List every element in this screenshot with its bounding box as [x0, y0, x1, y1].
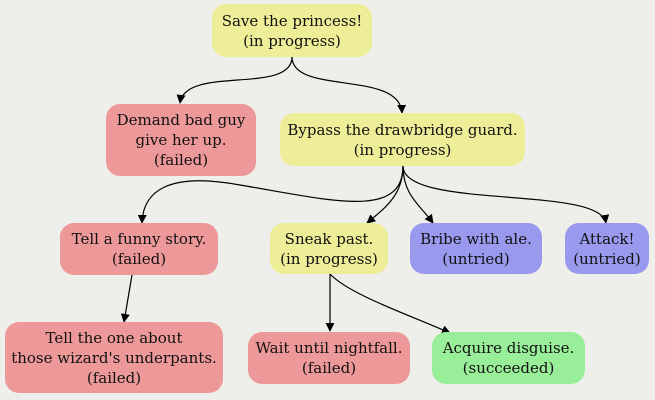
node-attack: Attack! (untried): [565, 223, 649, 274]
node-bribe-with-ale: Bribe with ale. (untried): [410, 223, 542, 274]
node-line: (untried): [442, 249, 510, 268]
node-bypass-drawbridge-guard: Bypass the drawbridge guard. (in progres…: [280, 113, 525, 166]
edge-funny-wizard: [120, 274, 133, 323]
node-line: Sneak past.: [284, 229, 374, 248]
node-line: (succeeded): [462, 359, 555, 377]
node-line: (in progress): [280, 249, 378, 268]
node-line: (failed): [153, 151, 209, 169]
node-line: (failed): [301, 359, 357, 377]
node-line: Attack!: [579, 229, 635, 248]
edge-bypass-sneak: [366, 165, 404, 224]
node-tell-funny-story: Tell a funny story. (failed): [60, 223, 218, 275]
node-acquire-disguise: Acquire disguise. (succeeded): [432, 332, 585, 384]
node-line: (failed): [86, 368, 142, 387]
node-line: Tell the one about: [45, 328, 183, 347]
node-line: (untried): [573, 249, 641, 268]
edge-root-bypass: [291, 56, 407, 114]
node-wait-until-nightfall: Wait until nightfall. (failed): [248, 332, 410, 384]
node-save-the-princess: Save the princess! (in progress): [212, 4, 372, 57]
node-line: Bribe with ale.: [420, 229, 532, 248]
edge-sneak-disguise: [329, 273, 451, 334]
node-line: Tell a funny story.: [71, 230, 207, 248]
node-line: Bypass the drawbridge guard.: [287, 120, 518, 139]
node-line: Demand bad guy: [116, 111, 246, 129]
node-demand-bad-guy: Demand bad guy give her up. (failed): [106, 104, 256, 176]
edge-bypass-attack: [402, 165, 610, 224]
node-line: (in progress): [243, 31, 341, 50]
node-line: Save the princess!: [221, 11, 363, 30]
edge-root-demand: [176, 56, 293, 104]
node-wizard-underpants: Tell the one about those wizard's underp…: [5, 322, 223, 393]
node-line: (failed): [111, 250, 167, 268]
edge-bypass-bribe: [402, 165, 434, 224]
node-line: Acquire disguise.: [442, 339, 575, 357]
edge-bypass-funny: [137, 165, 404, 224]
node-line: Wait until nightfall.: [255, 339, 403, 357]
node-line: (in progress): [353, 140, 452, 159]
node-line: give her up.: [135, 131, 227, 149]
node-line: those wizard's underpants.: [11, 348, 217, 367]
node-sneak-past: Sneak past. (in progress): [270, 223, 388, 274]
